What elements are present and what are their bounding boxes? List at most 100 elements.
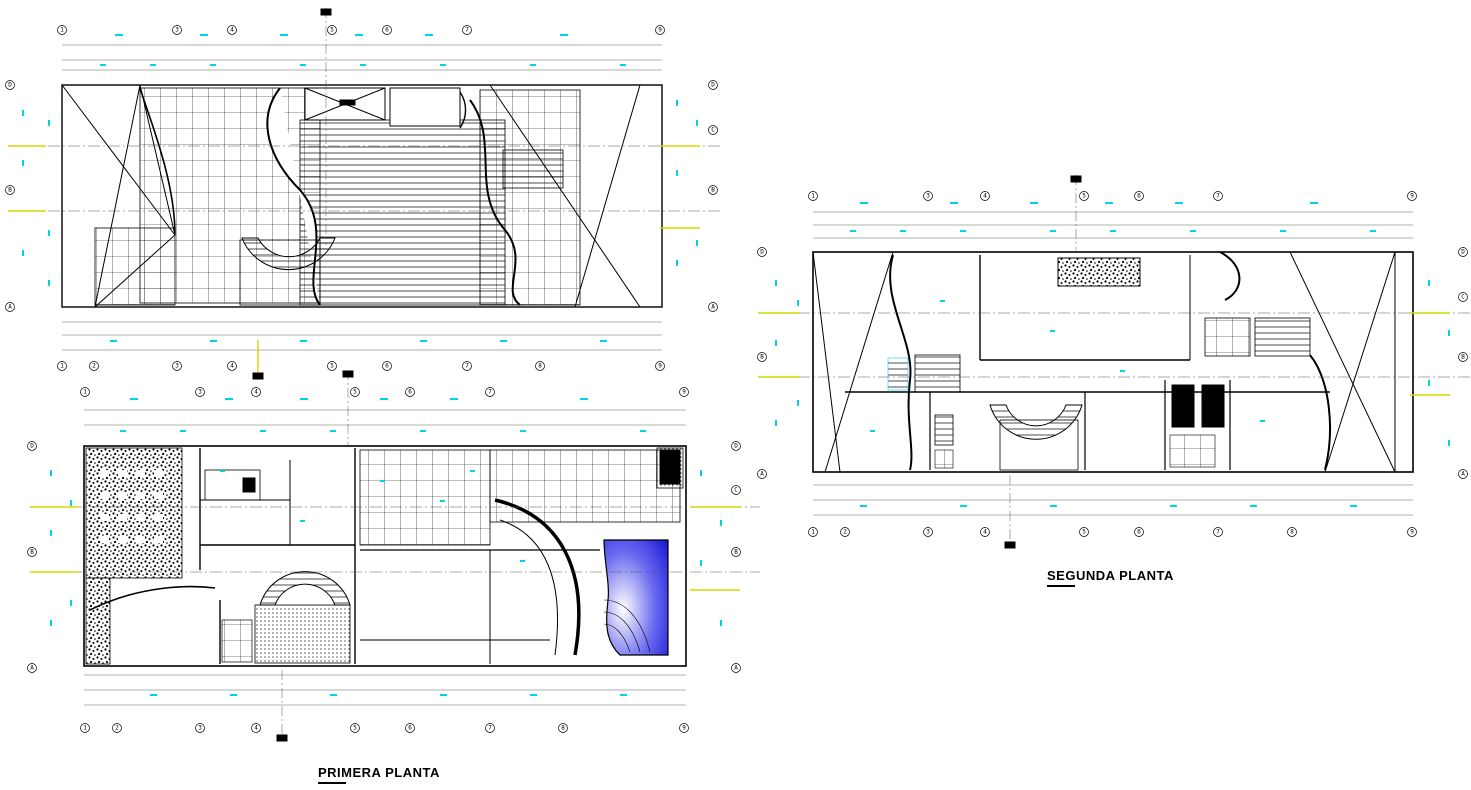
svg-text:2: 2	[843, 529, 847, 536]
svg-text:4: 4	[230, 27, 234, 34]
svg-text:A: A	[711, 304, 715, 311]
axis-bubble: 5	[350, 723, 360, 733]
axis-bubble: 9	[679, 387, 689, 397]
svg-text:3: 3	[175, 363, 179, 370]
axis-bubble: 1	[57, 25, 67, 35]
axis-bubble: 2	[112, 723, 122, 733]
second-floor-axis-bottom: 1 2 3 4 5 6 7 8 9	[808, 527, 1417, 537]
svg-text:8: 8	[1290, 529, 1294, 536]
axis-bubble: 9	[679, 723, 689, 733]
svg-text:5: 5	[353, 725, 357, 732]
svg-text:6: 6	[408, 725, 412, 732]
axis-bubble: D	[708, 80, 718, 90]
axis-bubble: 4	[251, 723, 261, 733]
axis-bubble: 4	[980, 527, 990, 537]
first-floor-dimensions	[50, 398, 722, 696]
axis-bubble: 6	[1134, 191, 1144, 201]
axis-bubble: B	[708, 185, 718, 195]
svg-text:7: 7	[465, 27, 469, 34]
svg-text:9: 9	[682, 725, 686, 732]
svg-text:6: 6	[1137, 193, 1141, 200]
svg-text:7: 7	[488, 389, 492, 396]
axis-bubble: D	[731, 441, 741, 451]
svg-text:B: B	[1461, 354, 1465, 361]
axis-bubble: 9	[1407, 191, 1417, 201]
axis-bubble: A	[27, 663, 37, 673]
axis-bubble: B	[731, 547, 741, 557]
axis-bubble: 3	[195, 387, 205, 397]
svg-text:7: 7	[1216, 529, 1220, 536]
axis-bubble: 4	[251, 387, 261, 397]
axis-bubble: 1	[808, 527, 818, 537]
svg-text:A: A	[8, 304, 12, 311]
svg-text:D: D	[8, 82, 12, 89]
svg-text:4: 4	[983, 529, 987, 536]
svg-text:A: A	[1461, 471, 1465, 478]
axis-bubble: 6	[405, 723, 415, 733]
svg-text:D: D	[1461, 249, 1465, 256]
svg-text:B: B	[8, 187, 12, 194]
svg-text:7: 7	[465, 363, 469, 370]
axis-bubble: 9	[1407, 527, 1417, 537]
axis-bubble: A	[1458, 469, 1468, 479]
svg-text:6: 6	[385, 363, 389, 370]
svg-text:1: 1	[60, 363, 64, 370]
svg-text:4: 4	[254, 725, 258, 732]
svg-text:5: 5	[1082, 193, 1086, 200]
axis-bubble: A	[757, 469, 767, 479]
second-floor-plan	[758, 175, 1470, 549]
axis-bubble: 6	[1134, 527, 1144, 537]
svg-text:4: 4	[983, 193, 987, 200]
axis-bubble: C	[1458, 292, 1468, 302]
svg-text:9: 9	[1410, 529, 1414, 536]
svg-text:8: 8	[538, 363, 542, 370]
svg-text:C: C	[1461, 294, 1465, 301]
axis-bubble: 1	[808, 191, 818, 201]
axis-bubble: 7	[462, 361, 472, 371]
svg-text:D: D	[734, 443, 738, 450]
axis-bubble: 8	[558, 723, 568, 733]
svg-text:5: 5	[1082, 529, 1086, 536]
first-floor-axis-bottom: 1 2 3 4 5 6 7 8 9	[80, 723, 689, 733]
svg-text:1: 1	[60, 27, 64, 34]
svg-text:1: 1	[811, 529, 815, 536]
axis-bubble: 7	[485, 723, 495, 733]
axis-bubble: 4	[980, 191, 990, 201]
svg-text:9: 9	[658, 27, 662, 34]
axis-bubble: 2	[840, 527, 850, 537]
axis-bubble: A	[708, 302, 718, 312]
svg-text:6: 6	[408, 389, 412, 396]
axis-bubble: 3	[923, 527, 933, 537]
svg-text:3: 3	[926, 529, 930, 536]
svg-text:1: 1	[83, 725, 87, 732]
svg-text:6: 6	[385, 27, 389, 34]
axis-bubble: 3	[172, 361, 182, 371]
svg-text:D: D	[30, 443, 34, 450]
svg-text:C: C	[711, 127, 715, 134]
svg-text:6: 6	[1137, 529, 1141, 536]
axis-bubble: 5	[327, 361, 337, 371]
svg-text:B: B	[734, 549, 738, 556]
svg-text:3: 3	[175, 27, 179, 34]
axis-bubble: 2	[89, 361, 99, 371]
axis-bubble: 8	[1287, 527, 1297, 537]
svg-text:2: 2	[115, 725, 119, 732]
axis-bubble: 1	[57, 361, 67, 371]
svg-text:4: 4	[230, 363, 234, 370]
svg-text:9: 9	[682, 389, 686, 396]
svg-text:3: 3	[198, 725, 202, 732]
roof-plan-dimensions	[22, 34, 698, 342]
axis-bubble: 4	[227, 25, 237, 35]
svg-text:1: 1	[811, 193, 815, 200]
axis-bubble: D	[757, 247, 767, 257]
roof-plan-axis-top: 1 3 4 5 6 7 9	[57, 25, 665, 35]
axis-bubble: B	[1458, 352, 1468, 362]
axis-bubble: 1	[80, 723, 90, 733]
primera-planta-title: PRIMERA PLANTA	[318, 765, 440, 780]
svg-text:C: C	[734, 487, 738, 494]
svg-text:7: 7	[1216, 193, 1220, 200]
svg-text:D: D	[711, 82, 715, 89]
axis-bubble: 5	[350, 387, 360, 397]
axis-bubble: A	[5, 302, 15, 312]
